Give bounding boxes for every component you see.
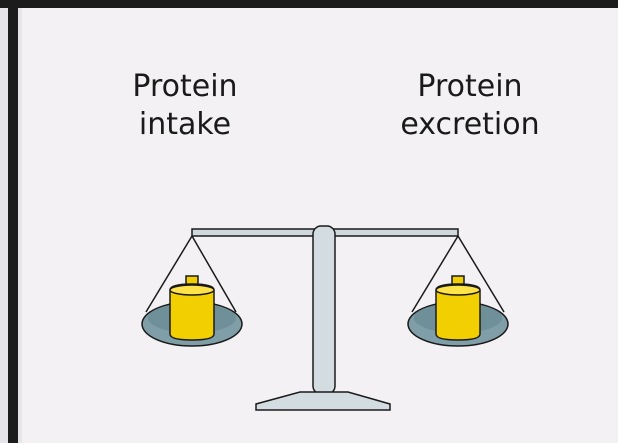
weight-icon	[170, 276, 214, 340]
weight-icon	[436, 276, 480, 340]
scale-base	[256, 392, 390, 410]
scale-post	[313, 226, 335, 394]
